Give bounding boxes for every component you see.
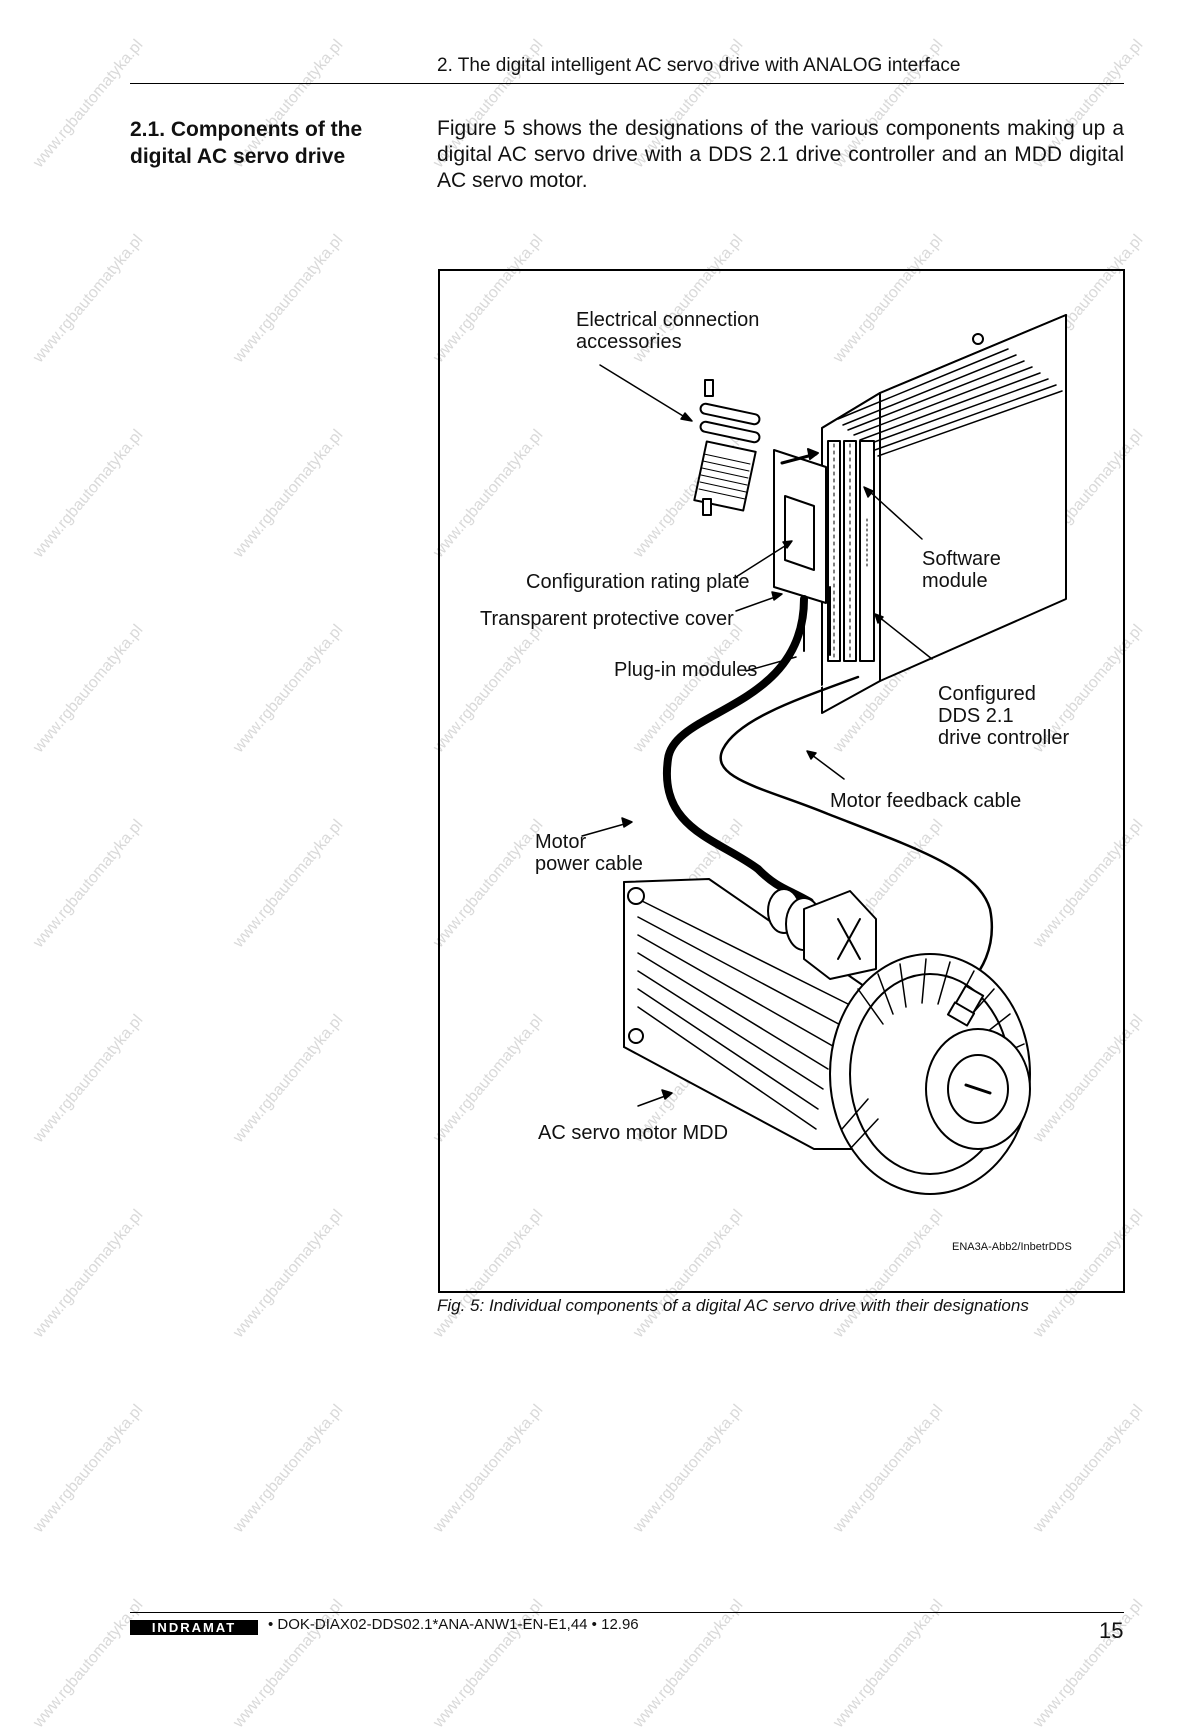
servo-drive-illustration — [581, 314, 1067, 1195]
watermark-text: www.rgbautomatyka.pl — [230, 426, 347, 561]
indramat-logo: INDRAMAT — [130, 1620, 258, 1635]
figure-frame — [438, 269, 1125, 1293]
watermark-text: www.rgbautomatyka.pl — [30, 1011, 147, 1146]
watermark-text: www.rgbautomatyka.pl — [430, 1401, 547, 1536]
watermark-text: www.rgbautomatyka.pl — [30, 1596, 147, 1731]
watermark-text: www.rgbautomatyka.pl — [830, 1401, 947, 1536]
label-line: Configured — [938, 683, 1036, 705]
watermark-text: www.rgbautomatyka.pl — [230, 816, 347, 951]
label-line: Software — [922, 548, 1001, 570]
page-number: 15 — [1099, 1618, 1124, 1643]
label-configuration-rating-plate: Configuration rating plate — [526, 571, 750, 593]
rating-plate — [784, 495, 815, 571]
label-ac-servo-motor: AC servo motor MDD — [538, 1122, 729, 1144]
watermark-text: www.rgbautomatyka.pl — [630, 1596, 747, 1731]
motor-feedback-cable — [719, 675, 994, 986]
label-configured-controller: Configured DDS 2.1 drive controller — [938, 683, 1069, 749]
watermark-text: www.rgbautomatyka.pl — [230, 1206, 347, 1341]
figure-id: ENA3A-Abb2/InbetrDDS — [952, 1241, 1072, 1253]
label-plug-in-modules: Plug-in modules — [614, 659, 758, 681]
label-electrical-connection: Electrical connection accessories — [576, 309, 759, 353]
watermark-text: www.rgbautomatyka.pl — [230, 231, 347, 366]
running-header: 2. The digital intelligent AC servo driv… — [437, 55, 961, 76]
watermark-text: www.rgbautomatyka.pl — [230, 1401, 347, 1536]
watermark-text: www.rgbautomatyka.pl — [230, 621, 347, 756]
motor-power-cable — [662, 595, 814, 906]
logo-text: INDRAMAT — [152, 1620, 236, 1635]
label-line: accessories — [576, 331, 682, 353]
watermark-text: www.rgbautomatyka.pl — [30, 426, 147, 561]
label-software-module: Software module — [922, 548, 1001, 592]
label-line: Motor — [535, 831, 587, 853]
label-line: drive controller — [938, 727, 1070, 749]
footer-rule — [130, 1612, 1124, 1613]
watermark-text: www.rgbautomatyka.pl — [830, 1596, 947, 1731]
label-transparent-cover: Transparent protective cover — [480, 608, 734, 630]
intro-paragraph: Figure 5 shows the designations of the v… — [437, 117, 1124, 192]
label-line: DDS 2.1 — [938, 705, 1014, 727]
label-motor-feedback-cable: Motor feedback cable — [830, 790, 1022, 812]
watermark-text: www.rgbautomatyka.pl — [30, 816, 147, 951]
leader-lines — [581, 364, 933, 1107]
watermark-text: www.rgbautomatyka.pl — [30, 1206, 147, 1341]
watermark-text: www.rgbautomatyka.pl — [30, 1401, 147, 1536]
servo-motor — [623, 878, 1031, 1195]
connection-accessories — [693, 379, 761, 516]
watermark-text: www.rgbautomatyka.pl — [30, 621, 147, 756]
label-line: Electrical connection — [576, 309, 760, 331]
watermark-text: www.rgbautomatyka.pl — [1030, 1401, 1147, 1536]
section-title: 2.1. Components of the digital AC servo … — [130, 118, 363, 168]
watermark-text: www.rgbautomatyka.pl — [230, 1011, 347, 1146]
label-motor-power-cable: Motor power cable — [535, 831, 643, 875]
label-line: module — [922, 570, 988, 592]
drive-controller — [821, 314, 1067, 714]
label-line: power cable — [535, 853, 643, 875]
figure-caption: Fig. 5: Individual components of a digit… — [437, 1296, 1029, 1315]
watermark-text: www.rgbautomatyka.pl — [30, 231, 147, 366]
footer-document-id: • DOK-DIAX02-DDS02.1*ANA-ANW1-EN-E1,44 •… — [268, 1616, 639, 1633]
header-rule — [130, 83, 1124, 84]
watermark-text: www.rgbautomatyka.pl — [630, 1401, 747, 1536]
watermark-text: www.rgbautomatyka.pl — [1030, 1596, 1147, 1731]
